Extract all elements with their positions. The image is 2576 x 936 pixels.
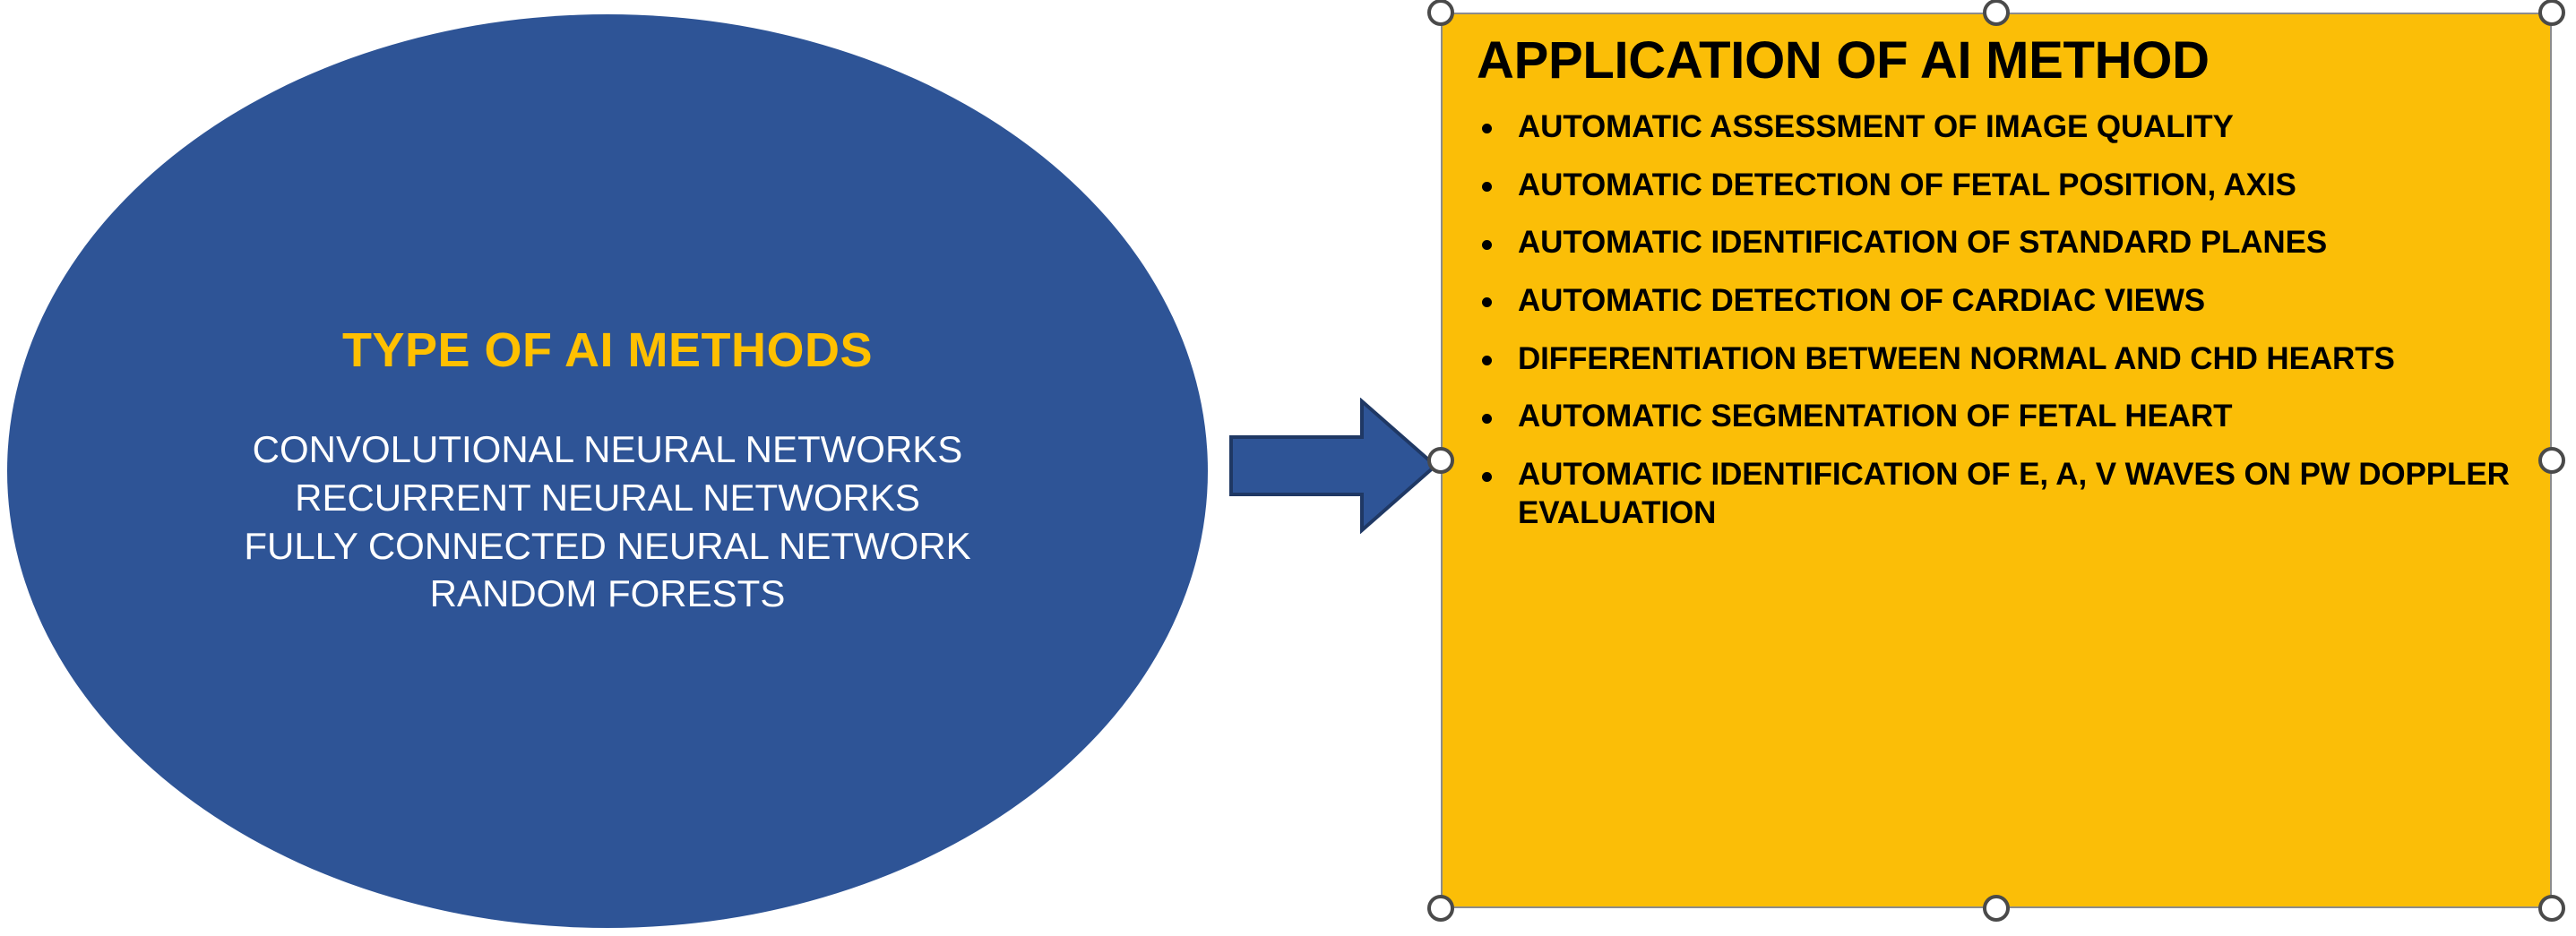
bullet-dot-icon <box>1482 182 1492 193</box>
bullet-dot-icon <box>1482 413 1492 424</box>
right-arrow-icon[interactable] <box>1229 397 1439 535</box>
list-item-label: AUTOMATIC DETECTION OF CARDIAC VIEWS <box>1518 282 2206 318</box>
list-item-label: AUTOMATIC IDENTIFICATION OF STANDARD PLA… <box>1518 225 2328 261</box>
list-item: DIFFERENTIATION BETWEEN NORMAL AND CHD H… <box>1469 340 2525 379</box>
application-box-title: APPLICATION OF AI METHOD <box>1477 31 2210 90</box>
ellipse-line-2: RECURRENT NEURAL NETWORKS <box>295 476 920 519</box>
resize-handle-top-left[interactable] <box>1427 0 1454 26</box>
list-item: AUTOMATIC DETECTION OF CARDIAC VIEWS <box>1469 282 2525 321</box>
bullet-dot-icon <box>1482 297 1492 308</box>
list-item: AUTOMATIC SEGMENTATION OF FETAL HEART <box>1469 398 2525 436</box>
resize-handle-top-right[interactable] <box>2538 0 2565 26</box>
application-bullet-list: AUTOMATIC ASSESSMENT OF IMAGE QUALITY AU… <box>1469 108 2525 533</box>
bullet-dot-icon <box>1482 124 1492 134</box>
list-item-label: AUTOMATIC ASSESSMENT OF IMAGE QUALITY <box>1518 108 2234 144</box>
application-of-ai-method-box[interactable]: APPLICATION OF AI METHOD AUTOMATIC ASSES… <box>1441 13 2552 908</box>
resize-handle-bottom-center[interactable] <box>1983 895 2010 922</box>
list-item-label: AUTOMATIC IDENTIFICATION OF E, A, V WAVE… <box>1518 457 2510 530</box>
ai-methods-ellipse[interactable]: TYPE OF AI METHODS CONVOLUTIONAL NEURAL … <box>7 14 1208 928</box>
list-item-label: AUTOMATIC DETECTION OF FETAL POSITION, A… <box>1518 167 2296 202</box>
resize-handle-top-center[interactable] <box>1983 0 2010 26</box>
ellipse-line-3: FULLY CONNECTED NEURAL NETWORK <box>244 524 971 567</box>
list-item-label: AUTOMATIC SEGMENTATION OF FETAL HEART <box>1518 399 2233 434</box>
bullet-dot-icon <box>1482 356 1492 366</box>
bullet-dot-icon <box>1482 471 1492 482</box>
list-item: AUTOMATIC IDENTIFICATION OF STANDARD PLA… <box>1469 224 2525 262</box>
bullet-dot-icon <box>1482 239 1492 250</box>
resize-handle-bottom-right[interactable] <box>2538 895 2565 922</box>
right-arrow-svg <box>1229 397 1439 535</box>
resize-handle-middle-right[interactable] <box>2538 447 2565 474</box>
resize-handle-middle-left[interactable] <box>1427 447 1454 474</box>
ellipse-title: TYPE OF AI METHODS <box>341 322 874 377</box>
ellipse-line-1: CONVOLUTIONAL NEURAL NETWORKS <box>252 428 963 471</box>
resize-handle-bottom-left[interactable] <box>1427 895 1454 922</box>
ellipse-body-text: CONVOLUTIONAL NEURAL NETWORKS RECURRENT … <box>244 425 970 618</box>
list-item: AUTOMATIC ASSESSMENT OF IMAGE QUALITY <box>1469 108 2525 147</box>
list-item-label: DIFFERENTIATION BETWEEN NORMAL AND CHD H… <box>1518 340 2395 376</box>
list-item: AUTOMATIC IDENTIFICATION OF E, A, V WAVE… <box>1469 456 2525 532</box>
list-item: AUTOMATIC DETECTION OF FETAL POSITION, A… <box>1469 167 2525 205</box>
ellipse-line-4: RANDOM FORESTS <box>429 572 786 615</box>
